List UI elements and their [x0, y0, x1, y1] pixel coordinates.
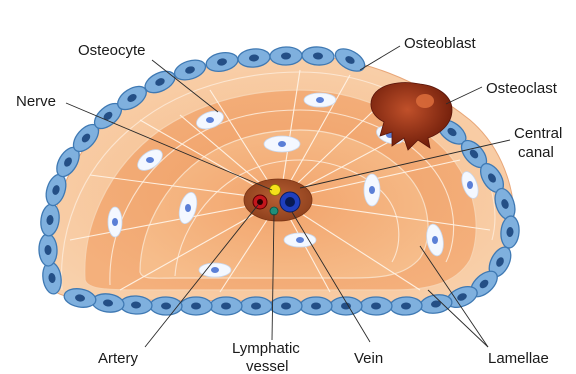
label-lymphatic-line1: Lymphatic	[232, 340, 300, 357]
osteoblast-cell	[390, 296, 423, 315]
osteoblast-cell	[240, 297, 272, 315]
osteocyte-cell	[284, 233, 316, 247]
label-artery: Artery	[98, 350, 139, 367]
osteocyte-cell	[304, 93, 336, 107]
osteocyte-cell	[364, 174, 380, 206]
osteoblast-cell	[270, 47, 303, 66]
label-osteoblast: Osteoblast	[404, 35, 477, 52]
osteoblast-cell	[270, 297, 302, 315]
label-central-canal-line1: Central	[514, 125, 562, 142]
osteocyte-cell	[108, 207, 122, 237]
label-vein: Vein	[354, 350, 383, 367]
label-nerve: Nerve	[16, 93, 56, 110]
artery-lumen	[257, 199, 263, 205]
osteoblast-cell	[180, 297, 212, 315]
label-central-canal-line2: canal	[518, 144, 554, 161]
osteoblast-cell	[300, 297, 332, 315]
vein-lumen	[285, 197, 295, 207]
osteocyte-cell	[264, 136, 300, 152]
osteoblast-cell	[330, 297, 362, 315]
osteoblast-cell	[38, 234, 57, 267]
label-lamellae: Lamellae	[488, 350, 549, 367]
label-osteoclast: Osteoclast	[486, 80, 558, 97]
label-lymphatic-line2: vessel	[246, 358, 289, 374]
osteoblast-cell	[360, 297, 392, 315]
osteocyte-cell	[199, 263, 231, 277]
lymphatic-vessel	[270, 207, 278, 215]
label-osteocyte: Osteocyte	[78, 42, 146, 59]
osteoblast-cell	[210, 297, 242, 315]
osteoclast-nucleus	[416, 94, 434, 108]
